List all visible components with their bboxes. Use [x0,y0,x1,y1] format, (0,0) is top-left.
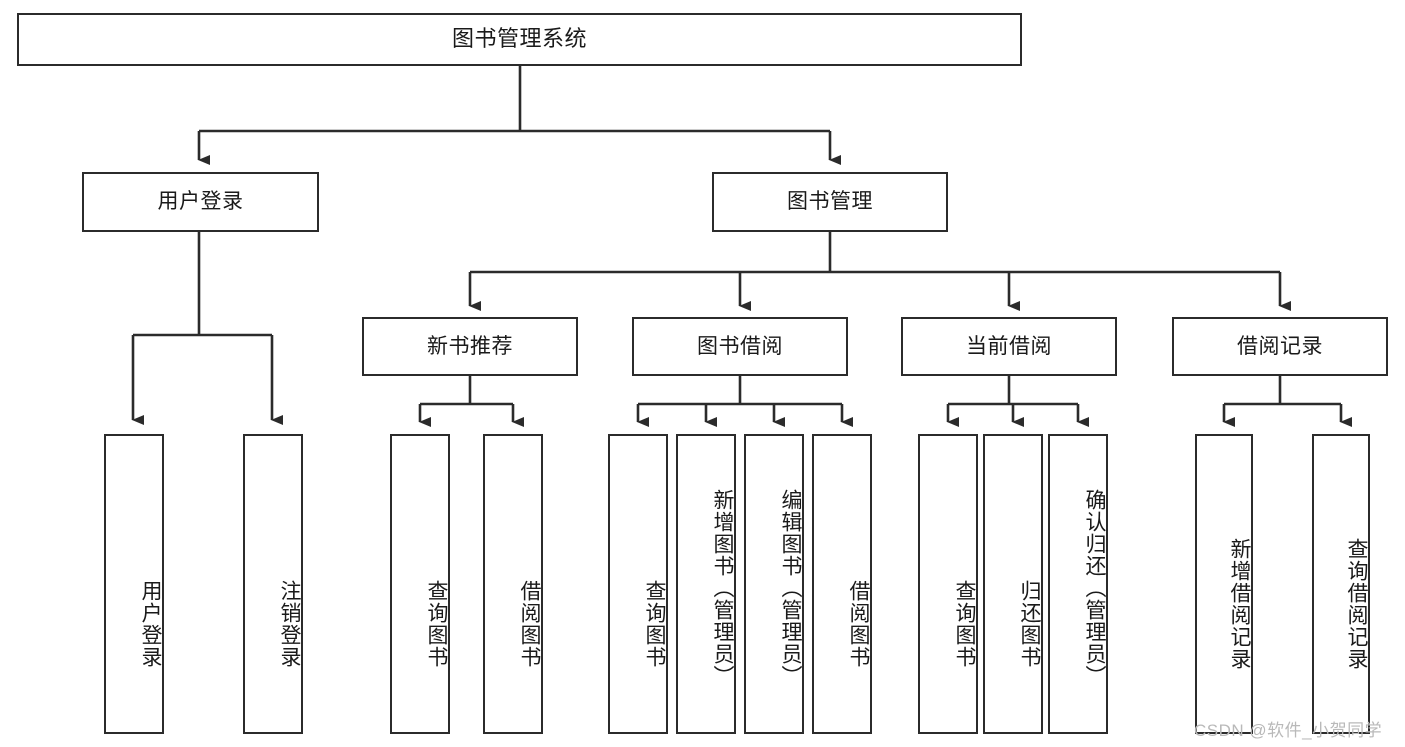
leaf-edit-book-admin[interactable]: 编辑图书（管理员） [744,434,804,734]
node-root-system[interactable]: 图书管理系统 [17,13,1022,66]
leaf-borrow-book-borrow[interactable]: 借阅图书 [812,434,872,734]
leaf-add-book-admin[interactable]: 新增图书（管理员） [676,434,736,734]
node-new-book-recommend[interactable]: 新书推荐 [362,317,578,376]
leaf-borrow-book-recommend[interactable]: 借阅图书 [483,434,543,734]
node-book-borrow[interactable]: 图书借阅 [632,317,848,376]
node-book-manage[interactable]: 图书管理 [712,172,948,232]
leaf-query-borrow-record[interactable]: 查询借阅记录 [1312,434,1370,734]
leaf-confirm-return-admin[interactable]: 确认归还（管理员） [1048,434,1108,734]
node-current-borrow[interactable]: 当前借阅 [901,317,1117,376]
leaf-query-book-recommend[interactable]: 查询图书 [390,434,450,734]
leaf-query-book-current[interactable]: 查询图书 [918,434,978,734]
leaf-query-book-borrow[interactable]: 查询图书 [608,434,668,734]
node-borrow-record[interactable]: 借阅记录 [1172,317,1388,376]
node-user-login[interactable]: 用户登录 [82,172,319,232]
leaf-user-login[interactable]: 用户登录 [104,434,164,734]
leaf-logout-login[interactable]: 注销登录 [243,434,303,734]
leaf-return-book[interactable]: 归还图书 [983,434,1043,734]
csdn-watermark: CSDN @软件_小贺同学 [1194,721,1383,740]
leaf-add-borrow-record[interactable]: 新增借阅记录 [1195,434,1253,734]
